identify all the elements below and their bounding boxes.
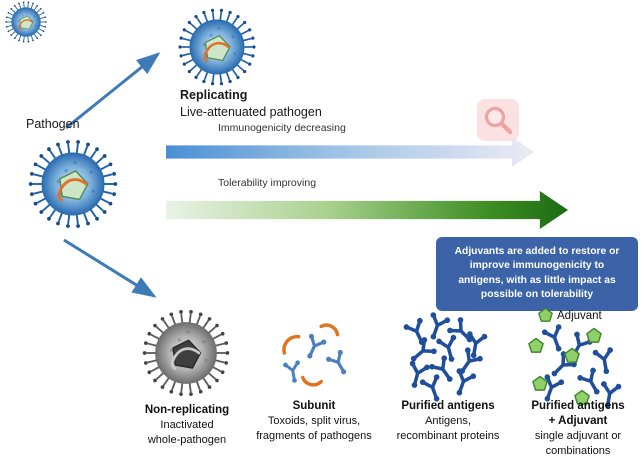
replicating-title: Replicating	[180, 88, 248, 102]
zoom-preview-icon[interactable]	[477, 99, 519, 141]
item-desc: Toxoids, split virus,	[267, 415, 361, 427]
item-title: Subunit	[292, 400, 336, 412]
pathogen-label: Pathogen	[26, 117, 80, 131]
item-purified-antigens: Purified antigens Antigens, recombinant …	[368, 399, 528, 444]
replicating-subtitle: Live-attenuated pathogen	[180, 105, 322, 119]
adjuvant-legend: Adjuvant	[538, 308, 602, 323]
pathogen-icon-corner	[5, 1, 47, 43]
adjuvant-explanation-box: Adjuvants are added to restore or improv…	[436, 237, 638, 311]
pathogen-icon	[28, 140, 118, 228]
adjuvant-legend-label: Adjuvant	[557, 309, 602, 322]
replicating-block: Replicating Live-attenuated pathogen	[180, 87, 322, 121]
immunogenicity-arrow-label: Immunogenicity decreasing	[218, 122, 346, 134]
inactivated-virus-icon	[142, 310, 230, 396]
item-non-replicating: Non-replicating Inactivated whole-pathog…	[107, 403, 267, 448]
immunogenicity-arrow	[166, 137, 534, 167]
adjuvant-pentagon-icon	[538, 308, 553, 322]
item-desc: fragments of pathogens	[256, 430, 372, 442]
item-desc: Inactivated	[160, 419, 214, 431]
item-title-2: + Adjuvant	[548, 415, 608, 427]
antigens-plus-adjuvant-icon	[528, 321, 624, 412]
subunit-fragments-icon	[281, 323, 355, 387]
item-antigens-adjuvant: Purified antigens + Adjuvant single adju…	[498, 399, 644, 459]
item-desc: Antigens,	[425, 415, 471, 427]
item-title: Purified antigens	[531, 400, 625, 412]
item-desc: recombinant proteins	[396, 430, 500, 442]
item-subunit: Subunit Toxoids, split virus, fragments …	[234, 399, 394, 444]
item-title: Purified antigens	[401, 400, 495, 412]
live-attenuated-virus-icon	[178, 8, 256, 86]
magnifier-glyph	[484, 106, 513, 135]
item-desc: combinations	[545, 445, 611, 457]
item-desc: whole-pathogen	[147, 434, 227, 446]
tolerability-arrow-label: Tolerability improving	[218, 177, 317, 189]
purified-antigens-icon	[400, 309, 490, 407]
item-title: Non-replicating	[144, 404, 230, 416]
item-desc: single adjuvant or	[534, 430, 622, 442]
tolerability-arrow	[166, 191, 568, 229]
